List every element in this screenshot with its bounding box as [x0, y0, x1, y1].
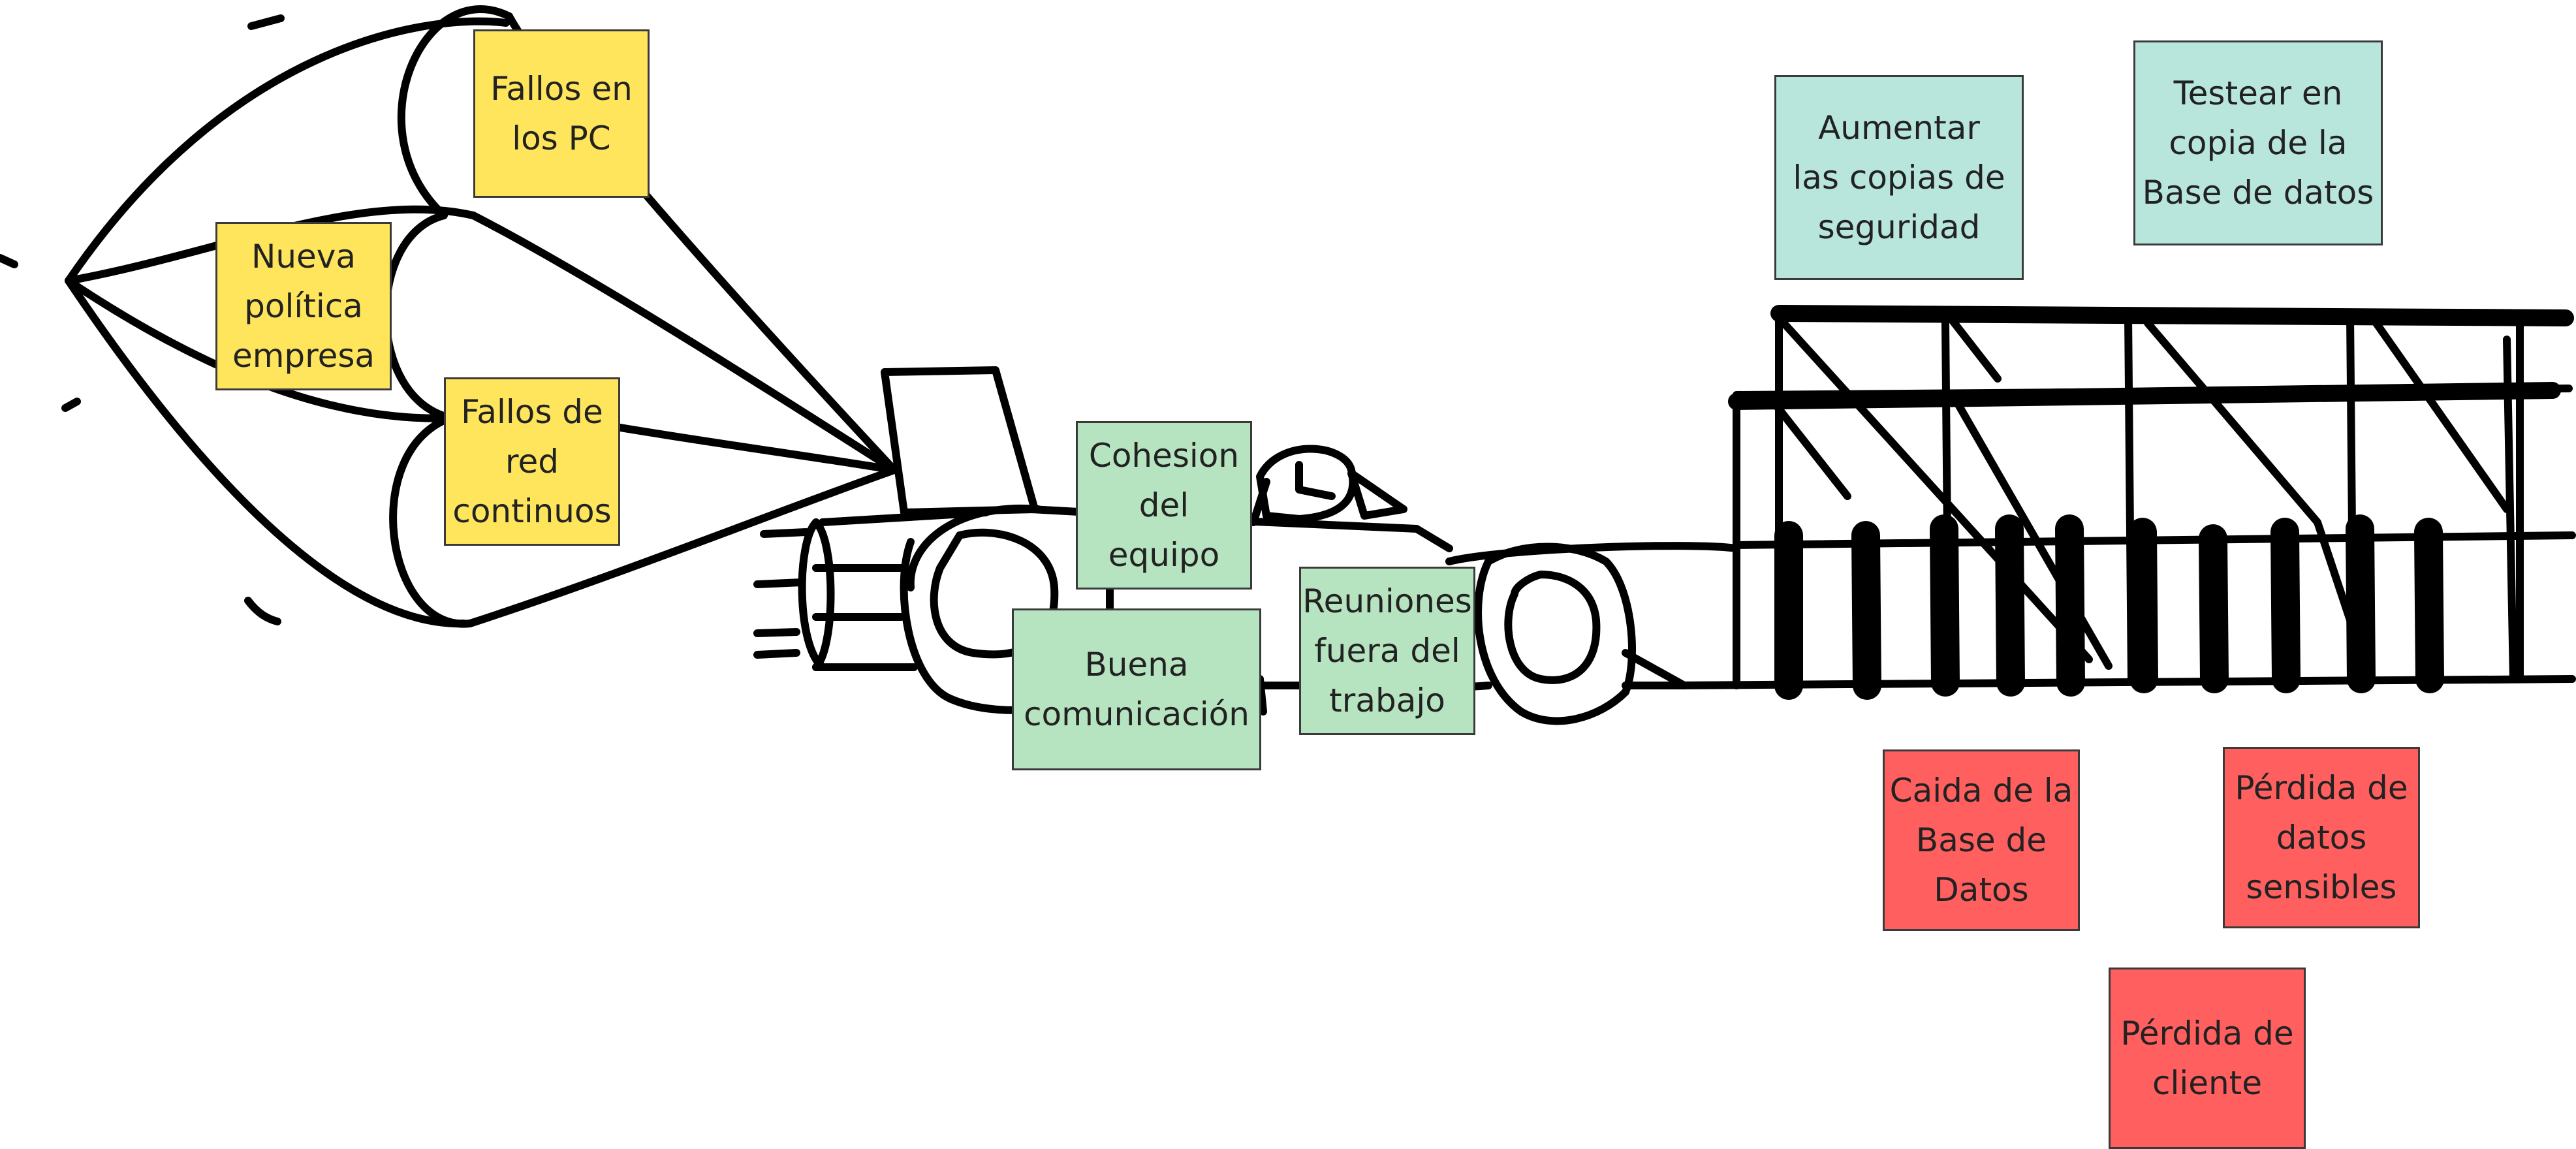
sticky-note-fallos-red[interactable]: Fallos de red continuos	[444, 377, 620, 546]
sticky-note-perdida-cliente[interactable]: Pérdida de cliente	[2109, 968, 2306, 1149]
sticky-note-buena-comunicacion[interactable]: Buena comunicación	[1012, 608, 1261, 770]
sticky-note-perdida-datos[interactable]: Pérdida de datos sensibles	[2223, 747, 2420, 928]
sticky-note-fallos-pc[interactable]: Fallos en los PC	[473, 29, 650, 198]
sticky-note-aumentar-copias[interactable]: Aumentar las copias de seguridad	[1774, 75, 2024, 280]
railroad-sleepers	[1774, 514, 2444, 700]
sticky-note-testear-copia[interactable]: Testear en copia de la Base de datos	[2133, 40, 2383, 245]
sticky-note-nueva-politica[interactable]: Nueva política empresa	[215, 222, 392, 390]
sticky-note-cohesion[interactable]: Cohesion del equipo	[1076, 421, 1252, 590]
sticky-note-reuniones[interactable]: Reuniones fuera del trabajo	[1299, 567, 1475, 735]
sticky-note-caida-bd[interactable]: Caida de la Base de Datos	[1883, 749, 2080, 931]
